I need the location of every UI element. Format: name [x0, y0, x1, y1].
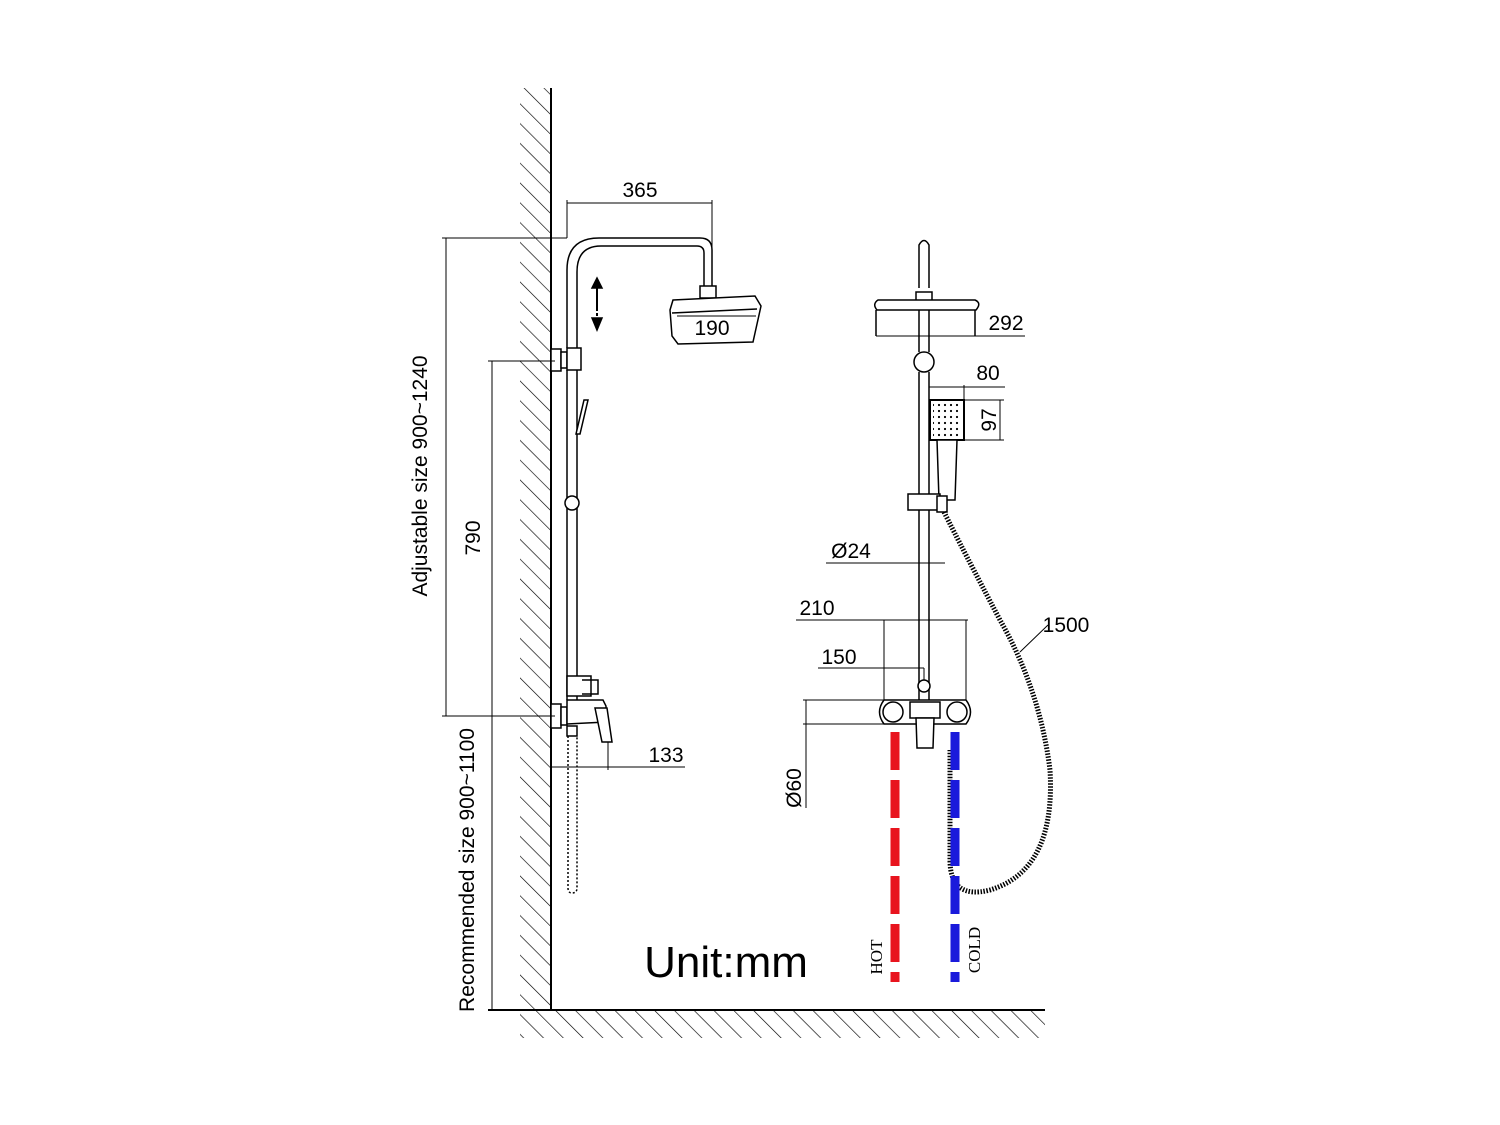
dim-projection: 133 — [648, 744, 683, 767]
dim-recommended: Recommended size 900~1100 — [456, 728, 479, 1012]
dim-hand-width: 80 — [976, 362, 999, 385]
dim-escutcheon: Ø60 — [783, 768, 806, 808]
dim-hand-height: 97 — [978, 408, 1001, 431]
cold-label: COLD — [965, 927, 984, 973]
dim-head-side: 190 — [694, 317, 729, 340]
dim-head-width: 292 — [988, 312, 1023, 335]
dim-fixed-height: 790 — [462, 520, 485, 555]
hot-label: HOT — [867, 939, 886, 975]
wall — [520, 88, 552, 1010]
unit-label: Unit:mm — [644, 938, 808, 987]
floor — [488, 1009, 1045, 1038]
dim-centers-outer: 210 — [799, 597, 834, 620]
front-view — [874, 239, 1053, 895]
dim-arm-length: 365 — [622, 179, 657, 202]
dim-hose: 1500 — [1043, 614, 1090, 637]
dim-centers-inner: 150 — [821, 646, 856, 669]
side-view — [550, 237, 762, 894]
side-dimension-lines — [442, 200, 756, 1010]
dim-adjustable: Adjustable size 900~1240 — [409, 355, 432, 596]
dim-rod-diameter: Ø24 — [831, 540, 871, 563]
front-dimension-lines — [796, 335, 1049, 808]
